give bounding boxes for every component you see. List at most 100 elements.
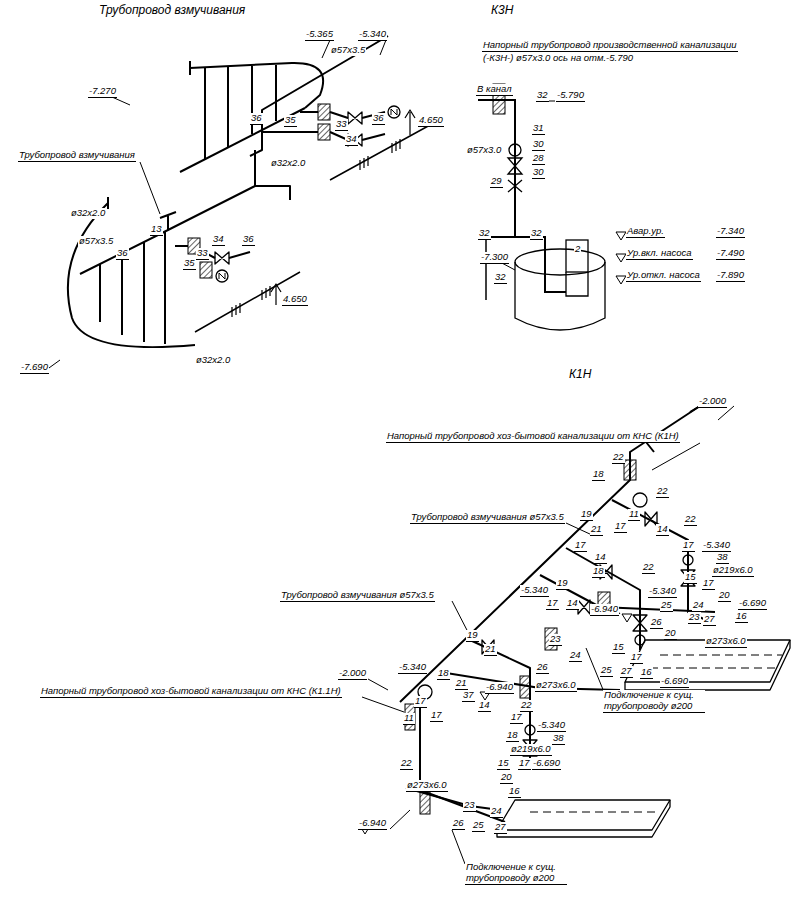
callout-label: 23 <box>688 612 701 624</box>
callout-label: 20 <box>718 590 731 602</box>
callout-label: Трубопровод взмучивания <box>18 150 136 162</box>
callout-label: 27 <box>494 822 507 834</box>
callout-label: -5.340 <box>520 585 549 597</box>
callout-label: Подключение к сущ. трубопроводу ø200 <box>465 862 567 885</box>
callout-label: -7.690 <box>20 362 49 374</box>
callout-label: -6.940 <box>590 604 619 616</box>
callout-label: 18 <box>592 469 605 481</box>
callout-label: -5.340 <box>537 720 566 732</box>
callout-label: 27 <box>620 666 633 678</box>
callout-label: -2.000 <box>338 668 367 680</box>
callout-label: 17 <box>518 758 531 770</box>
callout-label: 14 <box>566 598 579 610</box>
callout-label: ø32x2.0 <box>195 355 231 366</box>
callout-label: 36 <box>116 248 129 260</box>
callout-label: ø219x6.0 <box>712 565 754 577</box>
callout-label: 20 <box>500 772 513 784</box>
callout-label: 37 <box>462 690 475 702</box>
callout-label: 31 <box>532 123 545 135</box>
callout-label: 22 <box>400 758 413 770</box>
callout-label: 26 <box>536 662 549 674</box>
callout-label: 17 <box>682 540 695 552</box>
callout-label: Трубопровод взмучивания ø57x3.5 <box>410 512 565 524</box>
callout-label: -5.365 <box>305 29 334 41</box>
callout-label: 18 <box>592 566 605 578</box>
callout-label: 32 <box>536 90 549 102</box>
callout-label: ø273x6.0 <box>705 636 747 648</box>
callout-label: 22 <box>684 514 697 526</box>
callout-label: 17 <box>702 578 715 590</box>
callout-label: 18 <box>506 730 519 742</box>
callout-label: 36 <box>372 113 385 125</box>
callout-label: ø32x2.0 <box>270 158 306 169</box>
callout-label: Напорный трубопровод производственной ка… <box>482 40 738 52</box>
section-title: К1Н <box>568 368 592 382</box>
callout-label: -2.000 <box>698 396 727 408</box>
callout-label: -6.940 <box>358 818 387 830</box>
callout-label: 17 <box>614 521 627 533</box>
callout-label: 17 <box>546 598 559 610</box>
callout-label: 23 <box>549 634 562 646</box>
section-title: Трубопровод взмучивания <box>98 4 246 18</box>
callout-label: -7.890 <box>716 270 745 282</box>
callout-label: 22 <box>612 452 625 464</box>
callout-label: -6.690 <box>532 758 561 770</box>
callout-label: 35 <box>284 115 297 127</box>
callout-label: 38 <box>716 552 729 564</box>
callout-label: -5.340 <box>398 662 427 674</box>
callout-label: В канал <box>476 84 513 96</box>
callout-label: 35 <box>183 258 196 270</box>
callout-label: ø273x6.0 <box>406 780 448 792</box>
callout-label: 36 <box>242 234 255 246</box>
callout-label: -5.340 <box>358 29 387 41</box>
callout-label: 13 <box>150 224 163 236</box>
callout-label: 4.650 <box>282 294 308 306</box>
callout-label: 25 <box>600 665 613 677</box>
callout-label: 15 <box>684 572 697 584</box>
callout-label: 21 <box>455 678 468 690</box>
callout-label: 22 <box>656 486 669 498</box>
callout-label: ø57x3.5 <box>330 45 366 56</box>
callout-label: -7.490 <box>716 248 745 260</box>
callout-label: 17 <box>510 712 523 724</box>
callout-label: 2 <box>574 244 581 255</box>
callout-label: 14 <box>594 552 607 564</box>
callout-label: 33 <box>196 248 209 260</box>
callout-label: 20 <box>664 628 677 640</box>
callout-label: 30 <box>532 139 545 151</box>
callout-label: 16 <box>640 667 653 679</box>
callout-label: 11 <box>403 713 415 725</box>
callout-label: 11 <box>628 509 640 521</box>
callout-label: 26 <box>452 818 465 830</box>
callout-label: Авар.ур. <box>626 226 665 238</box>
callout-label: 21 <box>484 644 497 656</box>
callout-label: Ур.вкл. насоса <box>626 248 693 260</box>
callout-label: 17 <box>574 540 587 552</box>
callout-label: 14 <box>656 524 669 536</box>
callout-label: 17 <box>630 652 643 664</box>
callout-label: 32 <box>478 228 491 240</box>
callout-label: -6.940 <box>485 682 514 694</box>
callout-label: 32 <box>494 272 507 284</box>
callout-label: 19 <box>580 509 593 521</box>
callout-label: 4.650 <box>418 115 444 127</box>
callout-label: 17 <box>430 710 443 722</box>
callout-label: ø219x6.0 <box>510 744 552 756</box>
callout-label: -7.300 <box>480 252 509 264</box>
callout-label: ø57x3.0 <box>466 145 502 156</box>
callout-label: 29 <box>490 176 503 188</box>
callout-label: 16 <box>508 786 521 798</box>
callout-label: -7.340 <box>716 226 745 238</box>
callout-label: 28 <box>532 153 545 165</box>
callout-label: 23 <box>463 800 476 812</box>
callout-label: 24 <box>490 806 503 818</box>
callout-label: -6.690 <box>738 598 767 610</box>
callout-label: Напорный трубопровод хоз-бытовой канализ… <box>40 686 342 698</box>
callout-label: 17 <box>414 696 427 708</box>
callout-label: 19 <box>466 630 479 642</box>
callout-label: 18 <box>437 668 450 680</box>
section-title: К3Н <box>490 4 514 18</box>
callout-label: 24 <box>569 650 582 662</box>
callout-label: 33 <box>335 119 348 131</box>
